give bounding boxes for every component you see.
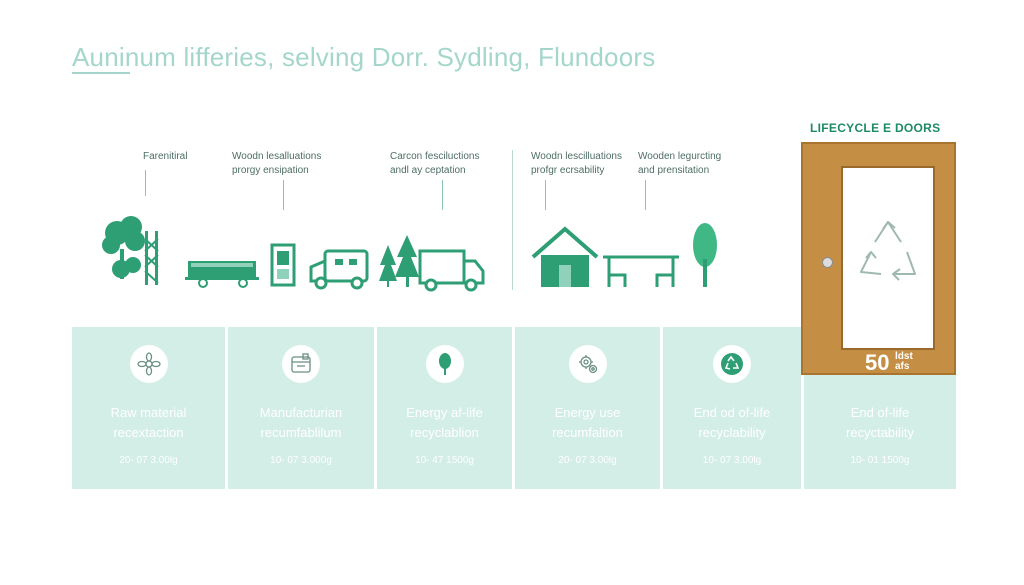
door-heading: LIFECYCLE E DOORS (810, 121, 941, 135)
tree-icon (693, 223, 717, 287)
van-icon (309, 249, 369, 290)
title-underline (72, 72, 130, 74)
stage-tick-2 (283, 180, 284, 210)
stage-divider (512, 150, 513, 290)
flatbed-truck-icon (185, 261, 259, 288)
stage-tick-5 (645, 180, 646, 210)
panel-value: 20- 07 3.00lg (558, 455, 617, 466)
recycle-icon (713, 345, 751, 383)
panel-value: 10- 01 1500g (850, 455, 910, 466)
gears-icon (568, 345, 607, 383)
panel-value: 10- 07 3.00lg (702, 455, 762, 466)
lifecycle-illustration (102, 216, 717, 292)
stage-tick-3 (442, 180, 443, 210)
stage-tick-4 (545, 180, 546, 210)
leaf-icon (425, 345, 464, 383)
panel-value: 10- 07 3.000g (270, 455, 332, 466)
machine-icon (270, 243, 296, 287)
door-badge-number: 50 (865, 350, 890, 375)
table-icon (603, 255, 679, 287)
pine-trees-icon (379, 235, 419, 287)
stage-tick-1 (145, 170, 146, 196)
recycle-icon (860, 221, 916, 281)
house-icon (531, 226, 599, 287)
window-icon (282, 345, 320, 383)
panel-value: 20- 07 3.00lg (119, 455, 178, 466)
door-glass (841, 166, 935, 350)
panel-value: 10- 47 1500g (415, 455, 474, 466)
page-title: Auninum lifferies, selving Dorr. Sydling… (72, 42, 656, 72)
box-truck-icon (418, 249, 485, 292)
stage-label-1: Farenitiral (143, 151, 188, 162)
door-knob (822, 257, 833, 268)
forest-icon (102, 216, 159, 285)
flower-icon (129, 345, 168, 383)
